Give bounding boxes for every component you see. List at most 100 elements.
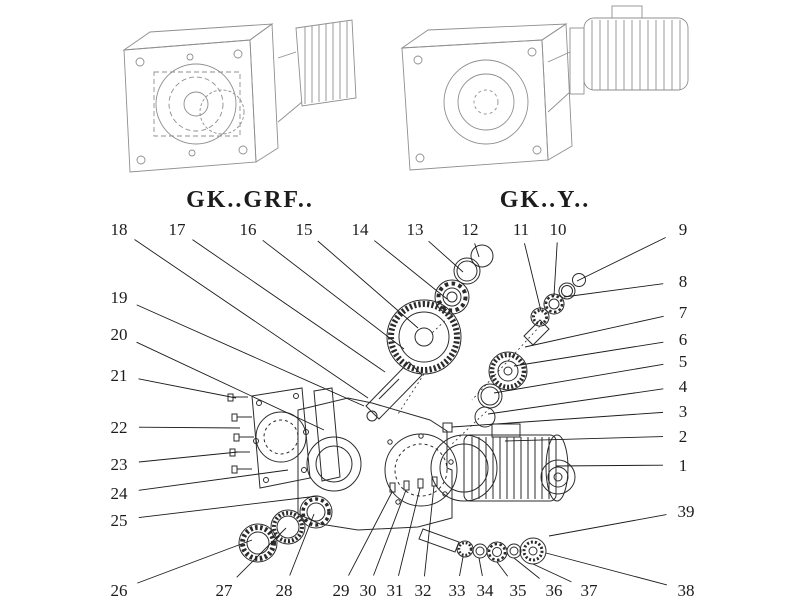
callout-22: 22 (111, 418, 241, 437)
callout-39: 39 (548, 502, 695, 537)
leader-line-26 (137, 539, 253, 584)
callout-26: 26 (111, 539, 253, 600)
callout-4: 4 (487, 377, 688, 415)
leader-line-3 (451, 411, 664, 428)
part-number-32: 32 (415, 581, 432, 600)
part-number-24: 24 (111, 484, 129, 503)
part-number-11: 11 (513, 220, 529, 239)
variant-title-y: GK..Y.. (500, 187, 590, 213)
retaining-rings-upper (453, 244, 494, 285)
leader-line-4 (487, 388, 664, 415)
intermediate-gear-assembly (474, 351, 528, 428)
part-number-4: 4 (679, 377, 688, 396)
leader-line-24 (138, 469, 289, 491)
leader-line-20 (136, 341, 325, 431)
flange-screws (227, 393, 254, 474)
leader-line-28 (289, 513, 315, 576)
part-number-30: 30 (360, 581, 377, 600)
callout-21: 21 (111, 366, 237, 399)
leader-line-10 (553, 242, 558, 297)
lower-bearings (238, 495, 333, 563)
part-number-7: 7 (679, 303, 688, 322)
upper-bearing (434, 279, 470, 315)
part-number-27: 27 (216, 581, 234, 600)
part-number-22: 22 (111, 418, 128, 437)
leader-line-30 (373, 489, 407, 576)
callout-27: 27 (216, 527, 287, 600)
leader-line-38 (545, 552, 668, 586)
part-number-33: 33 (449, 581, 466, 600)
part-number-3: 3 (679, 402, 688, 421)
leader-line-16 (262, 239, 405, 350)
part-number-5: 5 (679, 352, 688, 371)
gear-housing (297, 397, 458, 531)
callout-25: 25 (111, 495, 319, 530)
leader-line-32 (423, 485, 435, 577)
callout-18: 18 (111, 220, 369, 399)
leader-line-15 (317, 240, 419, 329)
part-number-12: 12 (462, 220, 479, 239)
callout-14: 14 (352, 220, 448, 300)
part-number-31: 31 (387, 581, 404, 600)
callout-28: 28 (276, 513, 315, 600)
mounting-fasteners (389, 476, 438, 493)
leader-line-39 (548, 514, 667, 537)
callout-7: 7 (524, 303, 688, 348)
leader-line-33 (459, 556, 464, 577)
part-number-18: 18 (111, 220, 128, 239)
part-number-23: 23 (111, 455, 128, 474)
callout-34: 34 (477, 557, 494, 600)
part-number-17: 17 (169, 220, 187, 239)
part-number-6: 6 (679, 330, 688, 349)
gear-shaft (365, 361, 423, 420)
leader-line-9 (576, 237, 666, 282)
callout-3: 3 (451, 402, 688, 428)
part-number-14: 14 (352, 220, 370, 239)
leader-line-34 (478, 557, 483, 577)
leader-line-8 (563, 283, 664, 298)
callout-35: 35 (496, 561, 527, 600)
callout-36: 36 (513, 557, 563, 600)
callout-9: 9 (576, 220, 687, 282)
callout-29: 29 (333, 491, 393, 600)
leader-line-6 (513, 341, 664, 367)
callout-33: 33 (449, 556, 466, 600)
callout-10: 10 (550, 220, 567, 297)
electric-motor (430, 423, 576, 502)
leader-line-5 (493, 363, 664, 394)
part-number-36: 36 (546, 581, 563, 600)
part-number-35: 35 (510, 581, 527, 600)
callout-5: 5 (493, 352, 688, 394)
callout-17: 17 (169, 220, 386, 373)
exploded-view (227, 244, 586, 565)
leader-line-1 (555, 464, 664, 467)
leader-line-17 (192, 239, 386, 373)
leader-line-19 (136, 304, 365, 407)
part-number-29: 29 (333, 581, 350, 600)
leader-line-29 (348, 491, 393, 576)
part-number-39: 39 (678, 502, 695, 521)
leader-line-31 (398, 487, 421, 576)
callout-16: 16 (240, 220, 405, 350)
part-number-16: 16 (240, 220, 257, 239)
leader-line-27 (236, 527, 287, 578)
leader-line-25 (138, 495, 319, 519)
front-flange-plate (251, 387, 341, 489)
part-number-1: 1 (679, 456, 688, 475)
variant-title-grf: GK..GRF.. (186, 187, 314, 213)
leader-line-37 (532, 563, 572, 583)
leader-line-21 (138, 378, 237, 399)
leader-line-22 (138, 426, 241, 429)
leader-line-13 (428, 240, 464, 273)
leader-line-35 (496, 561, 509, 577)
part-number-26: 26 (111, 581, 128, 600)
leader-line-11 (524, 243, 542, 312)
callout-19: 19 (111, 288, 365, 407)
callout-12: 12 (462, 220, 480, 258)
part-number-28: 28 (276, 581, 293, 600)
gearbox-drawing-grf (122, 19, 357, 173)
leader-line-2 (504, 436, 664, 442)
